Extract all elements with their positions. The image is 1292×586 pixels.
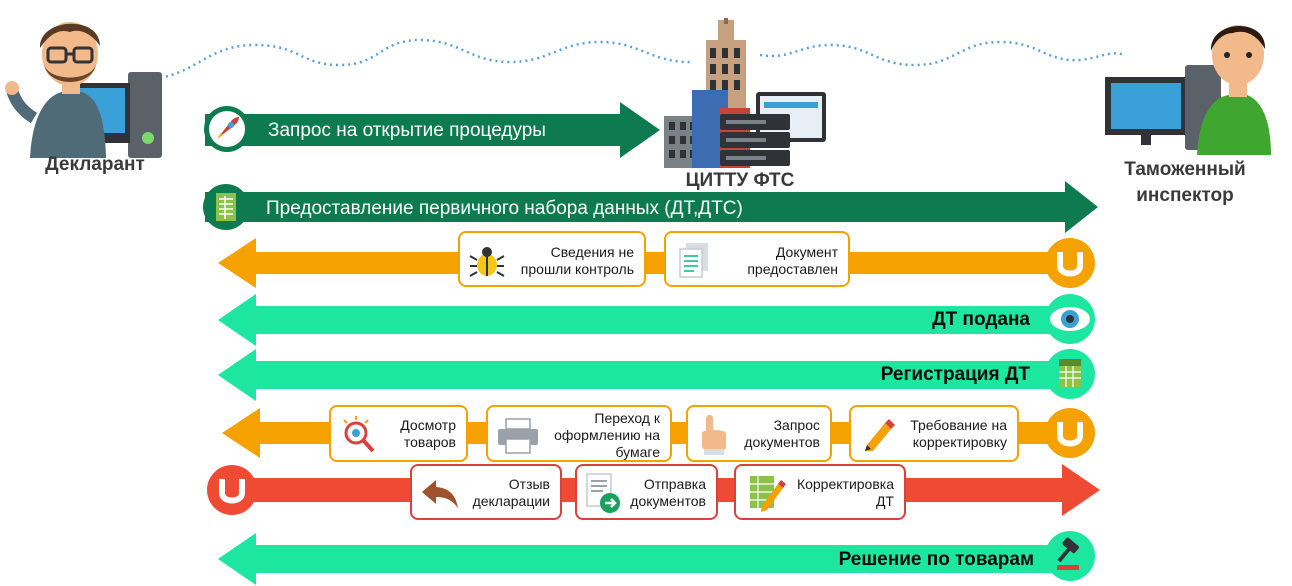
initial-data-arrow xyxy=(205,181,1098,233)
printer-icon xyxy=(498,418,538,454)
correction-request-card: Требование на корректировку xyxy=(849,405,1019,462)
inspector-label-line2: инспектор xyxy=(1136,185,1234,206)
send-documents-line2: документов xyxy=(630,493,706,509)
request-arrow xyxy=(205,102,660,158)
withdraw-card-line2: декларации xyxy=(472,493,550,509)
center-label: ЦИТТУ ФТС xyxy=(685,170,795,191)
horseshoe-icon-3 xyxy=(207,465,257,515)
withdraw-card-label: Отзыв декларации xyxy=(473,476,550,510)
inspector-label: Таможенный инспектор xyxy=(1100,157,1270,209)
bug-card-label: Сведения не прошли контроль xyxy=(521,244,634,278)
paper-card: Переход к оформлению на бумаге xyxy=(486,405,672,462)
bug-card-line2: прошли контроль xyxy=(520,261,634,277)
center-illustration xyxy=(660,18,830,168)
inspection-card-line2: товаров xyxy=(403,434,456,450)
hand-pointer-icon xyxy=(702,415,726,455)
send-documents-card: Отправка документов xyxy=(575,464,718,520)
reply-icon xyxy=(422,480,458,508)
dt-correction-card: Корректировка ДТ xyxy=(734,464,906,520)
document-request-line2: документов xyxy=(744,434,820,450)
inspector-illustration xyxy=(1105,15,1285,155)
withdraw-card: Отзыв декларации xyxy=(410,464,562,520)
gavel-icon xyxy=(1045,531,1095,581)
inspector-label-line1: Таможенный xyxy=(1124,159,1246,180)
request-label: Запрос на открытие процедуры xyxy=(268,120,546,141)
document-provided-line1: Документ xyxy=(775,244,838,260)
bug-card-line1: Сведения не xyxy=(550,244,634,260)
dt-submitted-arrow xyxy=(218,294,1083,346)
edit-doc-icon xyxy=(750,476,786,512)
network-dotted-line xyxy=(159,38,1126,80)
bug-card: Сведения не прошли контроль xyxy=(458,231,646,287)
spreadsheet-icon xyxy=(1045,349,1095,399)
inspection-card-line1: Досмотр xyxy=(400,417,456,433)
correction-request-label: Требование на корректировку xyxy=(910,417,1007,451)
eye-icon xyxy=(1045,294,1095,344)
pages-icon xyxy=(679,243,708,278)
dt-submitted-label: ДТ подана xyxy=(932,309,1030,330)
paper-card-line1: Переход к xyxy=(594,410,660,426)
dt-correction-label: Корректировка ДТ xyxy=(797,476,894,510)
correction-request-line2: корректировку xyxy=(912,434,1007,450)
send-documents-label: Отправка документов xyxy=(630,476,706,510)
goods-decision-label: Решение по товарам xyxy=(838,549,1034,570)
goods-decision-arrow xyxy=(218,533,1083,585)
send-doc-icon xyxy=(586,473,620,513)
paper-card-label: Переход к оформлению на бумаге xyxy=(554,410,660,461)
rocket-icon xyxy=(204,106,250,152)
inspection-card: Досмотр товаров xyxy=(329,405,468,462)
dt-registration-label: Регистрация ДТ xyxy=(880,364,1030,385)
document-request-card: Запрос документов xyxy=(686,405,832,462)
document-request-label: Запрос документов xyxy=(744,417,820,451)
bug-icon xyxy=(469,247,505,277)
document-provided-card: Документ предоставлен xyxy=(664,231,850,287)
correction-request-line1: Требование на xyxy=(910,417,1007,433)
send-documents-line1: Отправка xyxy=(643,476,706,492)
declarant-label: Декларант xyxy=(45,154,145,175)
initial-data-label: Предоставление первичного набора данных … xyxy=(266,198,743,219)
document-provided-label: Документ предоставлен xyxy=(747,244,838,278)
withdraw-card-line1: Отзыв xyxy=(508,476,550,492)
declarant-illustration xyxy=(0,8,170,158)
dt-correction-line2: ДТ xyxy=(875,493,894,509)
document-provided-line2: предоставлен xyxy=(747,261,838,277)
magnifier-icon xyxy=(343,416,375,453)
horseshoe-icon-2 xyxy=(1045,408,1095,458)
control-arrow xyxy=(218,238,1083,288)
paper-card-line2: оформлению на xyxy=(554,427,660,443)
pencil-icon xyxy=(865,419,895,451)
document-icon xyxy=(203,184,249,230)
paper-card-line3: бумаге xyxy=(615,444,660,460)
dt-correction-line1: Корректировка xyxy=(796,476,894,492)
horseshoe-icon xyxy=(1045,238,1095,288)
inspection-card-label: Досмотр товаров xyxy=(400,417,456,451)
dt-registration-arrow xyxy=(218,349,1083,401)
document-request-line1: Запрос xyxy=(773,417,820,433)
